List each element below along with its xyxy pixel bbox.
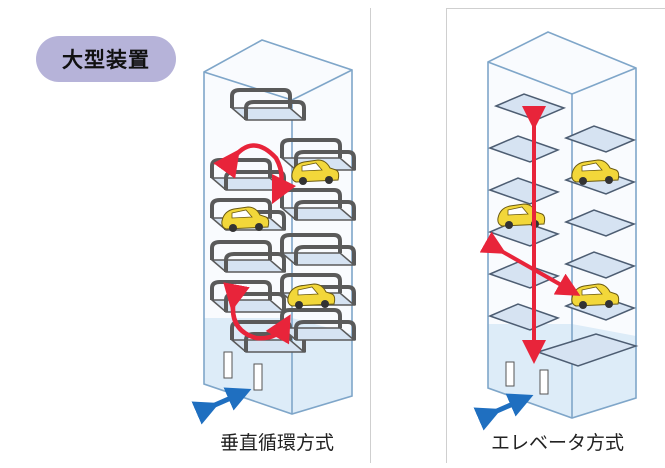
rotate-arrow-icon [213,143,297,205]
right-panel-top-border [446,8,665,9]
door-icon [539,369,549,395]
door-icon [223,351,233,379]
vertical-circulation-tower [191,39,356,425]
horizontal-arrow-icon [479,231,581,296]
door-icon [253,363,263,391]
category-badge: 大型装置 [36,36,176,82]
right-caption: エレベータ方式 [491,432,625,454]
left-panel-border [370,8,371,463]
horizontal-arrow-icon [473,393,534,431]
elevator-tower [473,31,639,431]
elevator-landing [535,333,639,367]
door-icon [505,361,515,387]
rotate-arrow-icon [223,282,291,345]
horizontal-arrow-icon [191,387,252,425]
left-caption: 垂直循環方式 [220,432,335,454]
right-panel-border [446,8,447,463]
